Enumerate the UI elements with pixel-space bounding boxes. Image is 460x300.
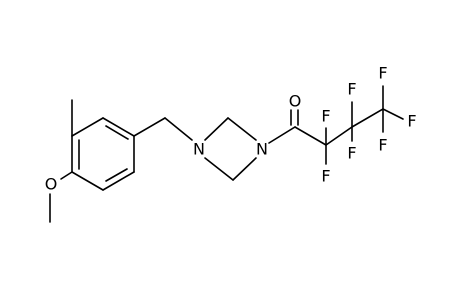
- benzene-ring: [71, 117, 135, 191]
- fluorine-label: F: [321, 107, 330, 126]
- piperazine-nitrogen-label: N: [193, 140, 205, 159]
- carbon-chain-bond: [351, 108, 384, 128]
- piperazine-bond: [204, 117, 229, 141]
- fluorine-label: F: [378, 64, 387, 83]
- ring-bond: [102, 171, 135, 191]
- fluorine-label: F: [378, 136, 387, 155]
- carbonyl-oxygen-label: O: [289, 92, 302, 111]
- fluorine-label: F: [347, 80, 356, 99]
- benzyl-nitrogen-bond: [164, 117, 193, 141]
- ring-bond: [102, 117, 135, 137]
- amide-nitrogen-label: N: [256, 140, 268, 159]
- piperazine-bond: [232, 157, 257, 181]
- fluorine-label: F: [321, 167, 330, 186]
- ring-bond: [71, 117, 104, 137]
- aryl-oxygen-bond: [60, 171, 73, 180]
- fluorine-label: F: [407, 112, 416, 131]
- nitrogen-carbonyl-bond: [268, 126, 296, 144]
- ring-double-bond: [105, 168, 128, 182]
- piperazine-bond: [204, 157, 234, 181]
- ring-double-bond: [105, 125, 129, 140]
- piperazine-bond: [227, 117, 257, 141]
- carbon-chain-bond: [325, 126, 353, 146]
- fluorine-label: F: [347, 144, 356, 163]
- fluorine-bond: [382, 108, 404, 120]
- methoxy-oxygen-label: O: [45, 175, 58, 194]
- benzyl-bond: [133, 117, 166, 137]
- carbon-chain-bond: [294, 126, 327, 146]
- ring-bond: [71, 171, 104, 191]
